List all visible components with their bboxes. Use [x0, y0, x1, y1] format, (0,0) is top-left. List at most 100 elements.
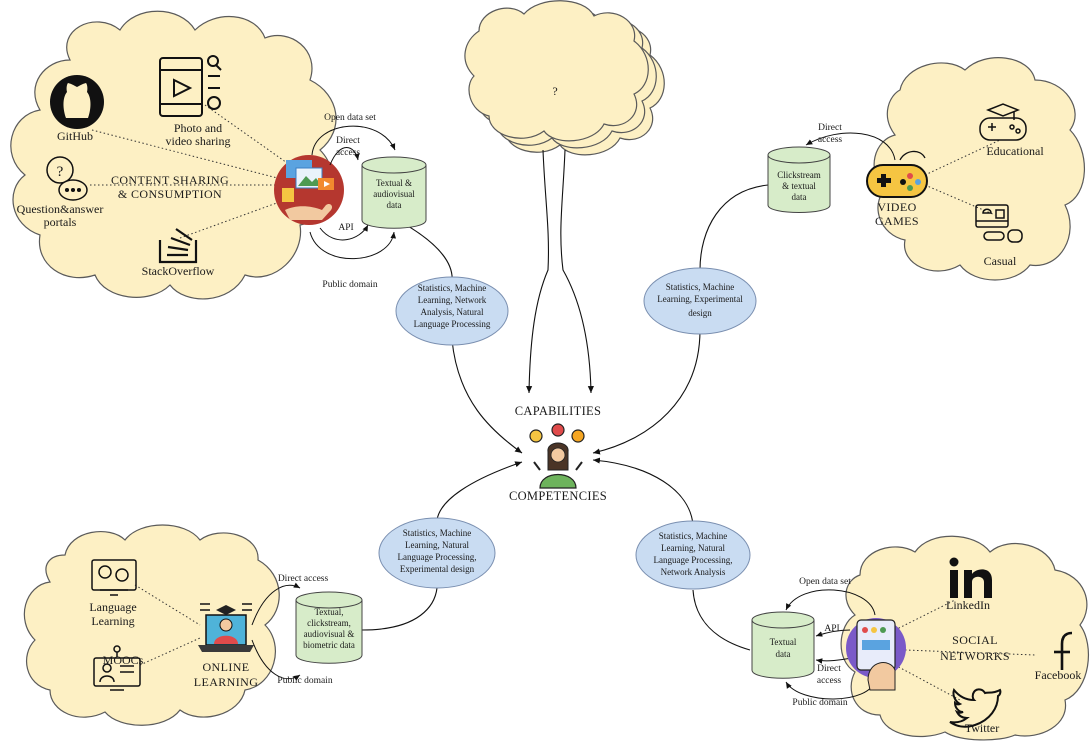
ol-direct-access: Direct access	[278, 574, 329, 584]
language-learning-icon	[91, 559, 137, 596]
db-sn-line2: data	[776, 649, 791, 659]
connector-sn-db-method	[692, 589, 751, 651]
method-cs-line: Statistics, Machine	[418, 283, 487, 293]
method-cs-line: Analysis, Natural	[421, 307, 484, 317]
db-vg-line2: & textual	[782, 181, 816, 191]
language-label-line1: Language	[89, 600, 136, 614]
svg-text:?: ?	[57, 164, 64, 180]
db-ol-line1: Textual,	[314, 607, 343, 617]
group-video-games: Clickstream & textual data Direct access…	[767, 103, 1044, 268]
ol-public-domain: Public domain	[277, 676, 332, 686]
social-network-icon	[846, 618, 906, 691]
group-content-sharing: GitHub Photo and video sharing ? Questio…	[17, 55, 427, 290]
db-ol-line4: biometric data	[303, 640, 355, 650]
database-vg: Clickstream & textual data	[767, 146, 831, 213]
educational-game-icon	[979, 103, 1027, 141]
method-ellipse-content-sharing: Statistics, Machine Learning, Network An…	[395, 276, 509, 346]
github-label: GitHub	[57, 129, 93, 143]
connector-cs-to-center	[451, 339, 523, 454]
github-icon	[50, 75, 104, 129]
db-sn-line1: Textual	[770, 637, 797, 647]
mooc-icon	[93, 645, 141, 691]
database-cs: Textual & audiovisual data	[361, 156, 427, 229]
cloud-online-learning	[23, 524, 280, 726]
method-vg-line: Statistics, Machine	[666, 282, 735, 292]
connector-vg-db-method	[699, 184, 769, 271]
database-ol: Textual, clickstream, audiovisual & biom…	[295, 591, 363, 664]
stackoverflow-icon	[158, 228, 198, 264]
sn-api: API	[824, 624, 839, 634]
casual-label: Casual	[984, 254, 1017, 268]
sn-title-line1: SOCIAL	[952, 633, 998, 647]
capabilities-label: CAPABILITIES	[515, 404, 601, 418]
cloud-unknown: ?	[464, 0, 665, 156]
method-sn-line: Language Processing,	[654, 555, 733, 565]
center-node: CAPABILITIES COMPETENCIES	[509, 404, 607, 503]
method-sn-line: Network Analysis	[661, 567, 726, 577]
photo-label-line1: Photo and	[174, 121, 222, 135]
qa-label-line1: Question&answer	[17, 202, 104, 216]
cs-direct-line1: Direct	[336, 136, 360, 146]
competencies-label: COMPETENCIES	[509, 489, 607, 503]
method-ellipse-video-games: Statistics, Machine Learning, Experiment…	[643, 267, 757, 335]
sn-direct-line2: access	[817, 676, 842, 686]
twitter-label: Twitter	[965, 721, 999, 735]
facebook-icon	[1054, 631, 1073, 670]
facebook-label: Facebook	[1035, 668, 1082, 682]
cs-title-line2: & CONSUMPTION	[118, 187, 222, 201]
connector-ol-to-center	[436, 461, 523, 521]
qa-icon: ?	[46, 156, 88, 201]
method-ol-line: Learning, Natural	[405, 540, 469, 550]
method-sn-line: Statistics, Machine	[659, 531, 728, 541]
connector-vg-to-center	[592, 329, 701, 455]
cs-direct-line2: access	[336, 148, 361, 158]
cs-open-data-set: Open data set	[324, 113, 376, 123]
cs-api: API	[338, 223, 353, 233]
method-vg-line: Learning, Experimental	[657, 294, 743, 304]
qa-label-line2: portals	[44, 215, 77, 229]
connector-unknown-right	[560, 149, 594, 394]
cloud-social-networks	[840, 535, 1089, 741]
cs-public-domain: Public domain	[322, 280, 377, 290]
connector-ol-db-method	[361, 587, 438, 631]
vg-title-line1: VIDEO	[877, 200, 916, 214]
moocs-label: MOOCs	[103, 653, 144, 667]
db-vg-line3: data	[792, 192, 807, 202]
vg-direct-line1: Direct	[818, 123, 842, 133]
method-ol-line: Experimental design	[400, 564, 475, 574]
vg-direct-line2: access	[818, 135, 843, 145]
method-vg-line: design	[688, 308, 712, 318]
db-ol-line2: clickstream,	[307, 618, 351, 628]
twitter-icon	[949, 687, 1002, 728]
method-cs-line: Language Processing	[414, 319, 491, 329]
vg-title-line2: GAMES	[875, 214, 919, 228]
method-ol-line: Statistics, Machine	[403, 528, 472, 538]
method-sn-line: Learning, Natural	[661, 543, 725, 553]
database-sn: Textual data	[751, 611, 815, 679]
sn-direct-line1: Direct	[817, 664, 841, 674]
sn-title-line2: NETWORKS	[940, 649, 1010, 663]
group-online-learning: Language Learning MOOCs ONLINE LEARNING	[89, 559, 363, 691]
unknown-label: ?	[552, 84, 557, 98]
competencies-person-icon	[529, 423, 585, 489]
online-learning-icon	[198, 603, 254, 652]
photo-label-line2: video sharing	[166, 134, 231, 148]
educational-label: Educational	[986, 144, 1044, 158]
group-social-networks: Textual data Open data set API Direct ac…	[751, 557, 1082, 735]
db-cs-line1: Textual &	[376, 178, 412, 188]
casual-game-icon	[975, 204, 1023, 243]
db-cs-line2: audiovisual	[373, 189, 415, 199]
gamepad-icon	[866, 150, 928, 198]
sn-public-domain: Public domain	[792, 698, 847, 708]
language-label-line2: Learning	[91, 614, 134, 628]
method-cs-line: Learning, Network	[418, 295, 487, 305]
content-sharing-icon	[274, 155, 344, 225]
method-ellipse-online-learning: Statistics, Machine Learning, Natural La…	[378, 517, 496, 589]
stackoverflow-label: StackOverflow	[142, 264, 215, 278]
ol-title-line1: ONLINE	[202, 660, 249, 674]
db-cs-line3: data	[387, 200, 402, 210]
method-ol-line: Language Processing,	[398, 552, 477, 562]
cs-title-line1: CONTENT SHARING	[111, 173, 229, 187]
